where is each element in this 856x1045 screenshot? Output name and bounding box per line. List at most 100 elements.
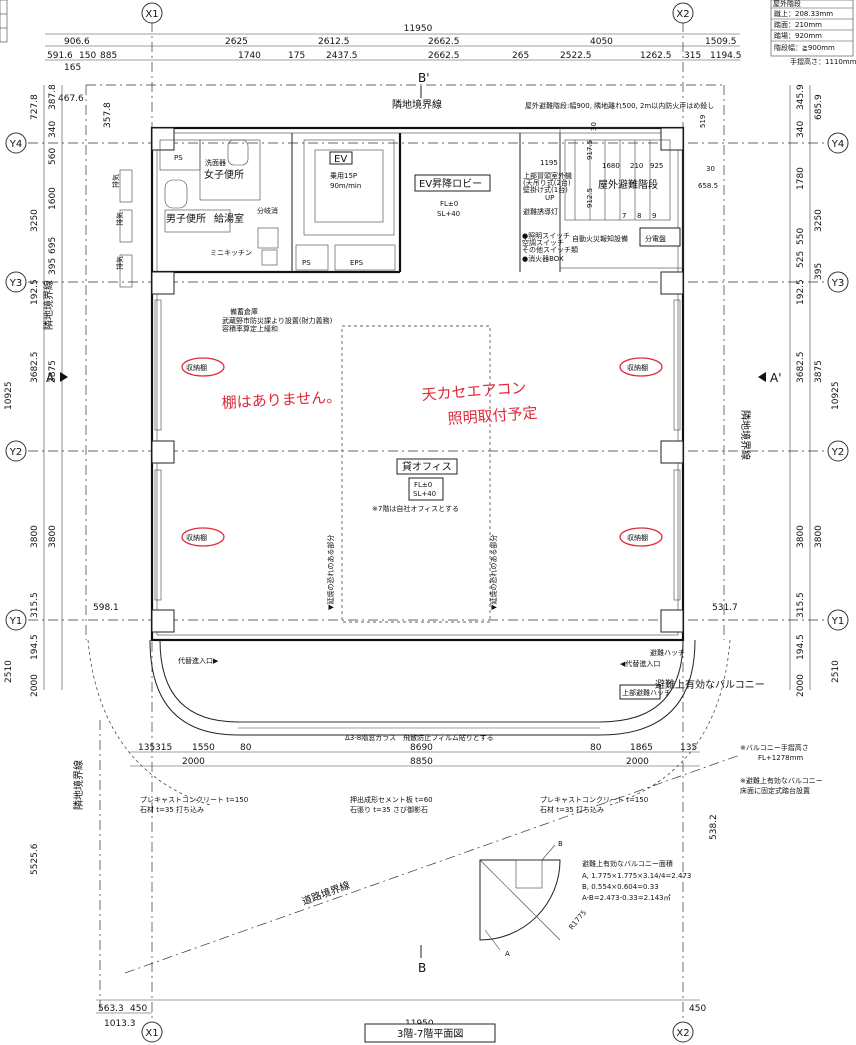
section-markers: B' B A A' <box>46 71 782 975</box>
dim-right: 2510 <box>831 660 841 683</box>
building-walls <box>150 126 685 642</box>
evac-hatch-label: 避難ハッチ <box>650 648 685 657</box>
switch-note: ●消火器BOX <box>522 254 564 263</box>
stair-note: (天吊り式(2台) <box>523 178 571 187</box>
kitchenette-label: ミニキッチン <box>210 249 252 257</box>
dim-left: 3800 <box>30 525 40 548</box>
dim-right: 192.5 <box>796 279 806 305</box>
up-label: UP <box>545 194 554 202</box>
grid-y4-left: Y4 <box>9 139 22 150</box>
dim-top-row2: 2612.5 <box>318 37 350 47</box>
dim-right: 3682.5 <box>796 352 806 384</box>
stair-note: 上部冒頭室外機 <box>523 171 572 180</box>
dim-right: 3800 <box>796 525 806 548</box>
right-dimensions: 345.9 685.9 340 1780 3250 550 525 395 19… <box>689 84 841 1014</box>
drawing-title: 3階-7階平面図 <box>397 1028 463 1040</box>
alt-entry-left: 代替進入口▶ <box>178 656 219 665</box>
office-fl: FL±0 <box>414 481 432 489</box>
dim-right: 685.9 <box>814 94 824 120</box>
dim-bottom-row2: 8850 <box>410 757 433 767</box>
grid-y3-right: Y3 <box>831 278 844 289</box>
ev-lobby-sl: SL+40 <box>437 210 460 218</box>
material-note-center: 石張り t=35 さび御影石 <box>350 805 428 814</box>
material-note-center: 押出成形セメント板 t=60 <box>350 795 433 804</box>
dim-total-top: 11950 <box>404 24 433 34</box>
dim-top-row2: 2625 <box>225 37 248 47</box>
dim-right: 340 <box>796 121 806 138</box>
shelf-label: 収納棚 <box>627 533 648 542</box>
grid-x1-bottom: X1 <box>145 1028 158 1039</box>
dim-bottom-row1: 135 <box>680 743 697 753</box>
stair-dim: 925 <box>650 162 663 170</box>
alt-entry-right: ◀代替進入口 <box>620 659 660 668</box>
stair-dim: 917.5 <box>586 140 594 160</box>
stair-note: 壁掛け式(1台) <box>523 185 568 194</box>
dim-left: 3800 <box>48 525 58 548</box>
stair-note: 避難誘導灯 <box>523 207 558 216</box>
storage-label: 備蓄倉庫 <box>230 307 258 316</box>
dim-right: 315.5 <box>796 592 806 618</box>
office-fl-box <box>408 477 444 501</box>
section-b-prime: B' <box>418 71 430 85</box>
dim-bottom-row1: 135 <box>138 743 155 753</box>
exhaust-label: 排気 <box>111 174 120 188</box>
glass-note: Δ3-8階窓ガラス 飛散防止フィルム貼りとする <box>345 733 494 742</box>
grid-y1-left: Y1 <box>9 616 22 627</box>
stair-dim: 9 <box>652 212 656 220</box>
evac-hatch-upper: 上部避難ハッチ <box>622 688 671 697</box>
title-box <box>364 1023 496 1043</box>
dim-bottom-row1: 80 <box>240 743 252 753</box>
dim-top-row3: 265 <box>512 51 529 61</box>
dim-left: 727.8 <box>30 94 40 120</box>
dim-top-extra: 165 <box>64 63 81 73</box>
ev-lobby-label: EV昇降ロビー <box>419 177 482 190</box>
kettle-room-label: 給湯室 <box>214 212 244 225</box>
dim-top-extra: 357.8 <box>103 102 113 128</box>
area-line: B, 0.554×0.604=0.33 <box>582 883 659 891</box>
stair-dim: 912.5 <box>586 188 594 208</box>
storage-note: 容積率算定上緩和 <box>222 324 278 333</box>
dim-right: 345.9 <box>796 84 806 110</box>
boundary-bl-label: 隣地境界線 <box>72 760 85 810</box>
dim-bottom-row1: 1865 <box>630 743 653 753</box>
balcony-handrail-value: FL+1278mm <box>758 754 803 762</box>
dim-left: 340 <box>48 121 58 138</box>
balcony-area-diagram <box>479 844 561 951</box>
dim-right: 2000 <box>796 674 806 697</box>
stair-dim: 8 <box>637 212 641 220</box>
womens-toilet-label: 女子便所 <box>204 168 244 181</box>
dim-bottom-row1: 80 <box>590 743 602 753</box>
dim-left: 2000 <box>30 674 40 697</box>
grid-x1-top: X1 <box>145 9 158 20</box>
dim-top-extra: 467.6 <box>58 94 84 104</box>
dim-top-row3: 2522.5 <box>560 51 592 61</box>
boundary-left-label: 隣地境界線 <box>42 280 55 330</box>
boundary-right-label: 隣地境界線 <box>739 410 752 460</box>
eps-label: EPS <box>350 259 364 267</box>
dim-left-other: 3875 <box>48 360 58 383</box>
dim-left: 194.5 <box>30 634 40 660</box>
left-dimensions: 727.8 387.8 340 560 1600 3250 695 395 19… <box>4 84 152 1029</box>
stair-dim: 30 <box>706 165 715 173</box>
switch-note: 空調スイッチ <box>522 238 564 247</box>
grid-y1-right: Y1 <box>831 616 844 627</box>
area-title: 避難上有効なバルコニー面積 <box>582 859 673 868</box>
grid-bubbles: X1 X2 X1 X2 Y4 Y3 Y2 Y1 Y4 Y3 Y2 Y1 <box>5 2 849 1043</box>
dim-left-other: 450 <box>130 1004 147 1014</box>
office-space <box>341 325 491 623</box>
stair-dim: 519 <box>699 115 707 128</box>
dim-left: 10925 <box>4 381 14 410</box>
balcony-handrail-note: ※バルコニー手摺高さ <box>740 743 809 752</box>
dim-right: 1780 <box>796 167 806 190</box>
handwritten-note-right-2: 照明取付予定 <box>447 404 538 428</box>
handwritten-note-right-1: 天カセエアコン <box>421 379 527 404</box>
dim-left: 387.8 <box>48 84 58 110</box>
dim-left: 5525.6 <box>30 843 40 875</box>
ps2-label: PS <box>302 259 311 267</box>
dim-left: 2510 <box>4 660 14 683</box>
ev-lobby-fl: FL±0 <box>440 200 458 208</box>
dim-left-other: 563.3 <box>98 1004 124 1014</box>
shelf-label: 収納棚 <box>186 363 207 372</box>
ev-label: EV <box>334 154 347 165</box>
dim-right: 3875 <box>814 360 824 383</box>
